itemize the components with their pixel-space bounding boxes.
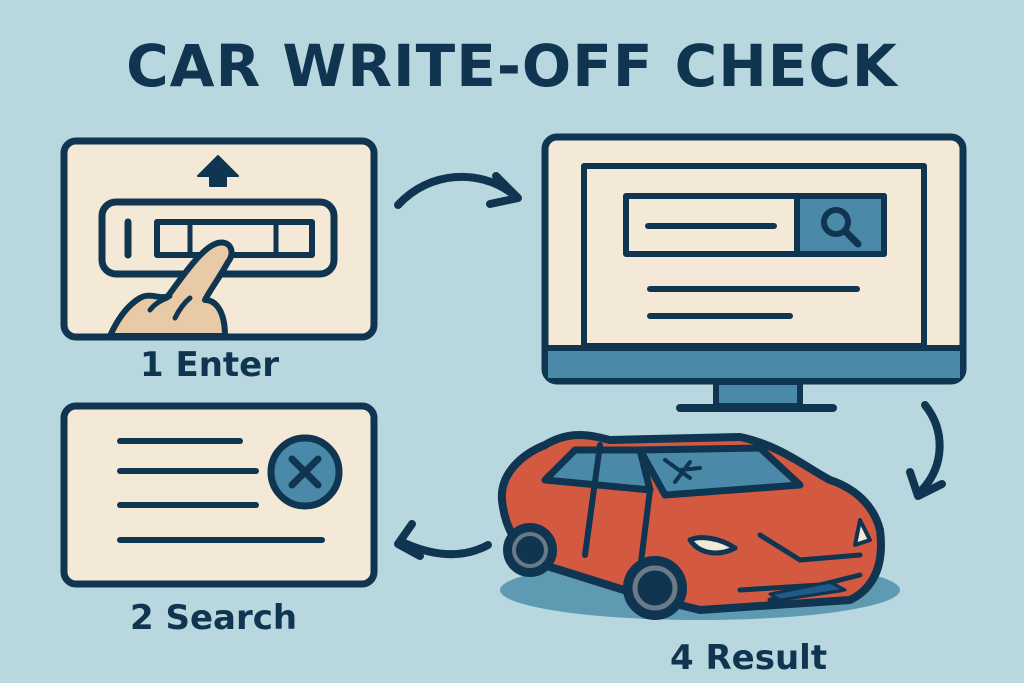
step-enter-label: 1 Enter bbox=[140, 345, 280, 385]
search-panel bbox=[60, 402, 378, 588]
arrow-left-icon bbox=[398, 538, 492, 559]
arrow-down-icon bbox=[918, 401, 944, 494]
step-result-label: 4 Result bbox=[670, 638, 828, 678]
arrow-right-icon bbox=[394, 172, 514, 209]
search-button bbox=[794, 193, 887, 257]
step-search-label: 2 Search bbox=[130, 598, 298, 638]
damaged-car-icon bbox=[497, 431, 900, 620]
up-arrow-icon bbox=[197, 155, 239, 187]
hand-icon bbox=[107, 239, 235, 339]
magnifier-icon bbox=[821, 207, 851, 237]
enter-panel bbox=[60, 137, 378, 341]
monitor-search bbox=[541, 133, 967, 412]
page-title: CAR WRITE-OFF CHECK bbox=[126, 32, 898, 100]
